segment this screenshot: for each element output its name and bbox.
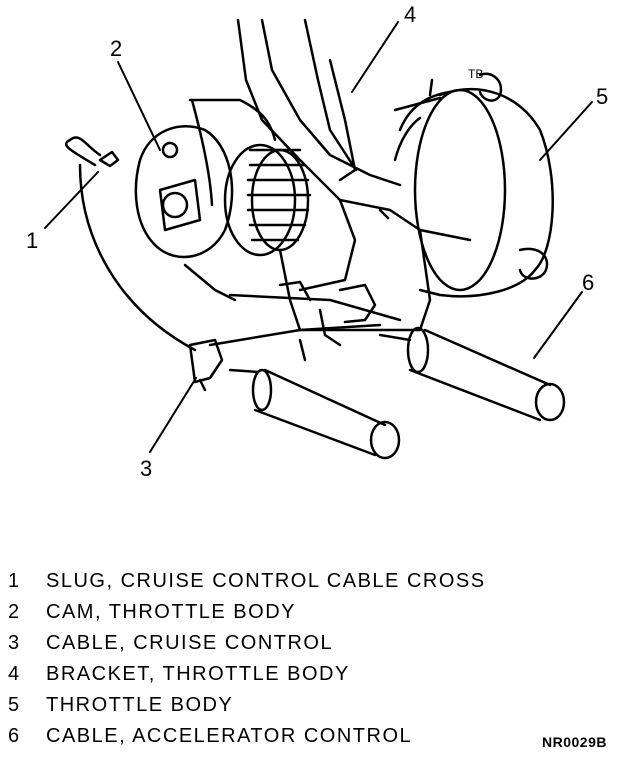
cruise-control-cable — [64, 136, 224, 392]
callout-number-4: 4 — [404, 2, 416, 27]
cable-sleeve-left — [228, 368, 401, 460]
figure-code: NR0029B — [542, 734, 607, 750]
legend-number: 4 — [8, 663, 21, 685]
legend-label: CAM, THROTTLE BODY — [46, 601, 296, 623]
throttle-body-diagram: TB 1 2 3 4 5 6 — [26, 2, 608, 481]
legend-item: 1 SLUG, CRUISE CONTROL CABLE CROSS — [8, 566, 568, 597]
legend-number: 3 — [8, 632, 21, 654]
legend-label: CABLE, ACCELERATOR CONTROL — [46, 725, 413, 747]
throttle-bracket — [236, 18, 472, 332]
legend-number: 2 — [8, 601, 21, 623]
cable-sleeve-right — [378, 326, 566, 422]
callout-number-6: 6 — [582, 270, 594, 295]
legend-number: 5 — [8, 694, 21, 716]
linkage — [208, 280, 402, 362]
legend-label: BRACKET, THROTTLE BODY — [46, 663, 350, 685]
throttle-body-housing — [393, 72, 554, 298]
parts-legend: 1 SLUG, CRUISE CONTROL CABLE CROSS 2 CAM, … — [8, 566, 568, 752]
legend-item: 5 THROTTLE BODY — [8, 690, 568, 721]
legend-item: 6 CABLE, ACCELERATOR CONTROL — [8, 721, 568, 752]
callout-number-3: 3 — [140, 456, 152, 481]
legend-number: 6 — [8, 725, 21, 747]
legend-label: THROTTLE BODY — [46, 694, 234, 716]
legend-label: CABLE, CRUISE CONTROL — [46, 632, 334, 654]
legend-item: 4 BRACKET, THROTTLE BODY — [8, 659, 568, 690]
legend-item: 3 CABLE, CRUISE CONTROL — [8, 628, 568, 659]
legend-number: 1 — [8, 570, 21, 592]
callout-number-2: 2 — [110, 36, 122, 61]
leader-lines — [44, 21, 593, 453]
callout-number-5: 5 — [596, 84, 608, 109]
callout-number-1: 1 — [26, 228, 38, 253]
throttle-cam — [134, 98, 312, 302]
legend-label: SLUG, CRUISE CONTROL CABLE CROSS — [46, 570, 486, 592]
legend-item: 2 CAM, THROTTLE BODY — [8, 597, 568, 628]
throttle-body-stamp: TB — [468, 67, 483, 81]
